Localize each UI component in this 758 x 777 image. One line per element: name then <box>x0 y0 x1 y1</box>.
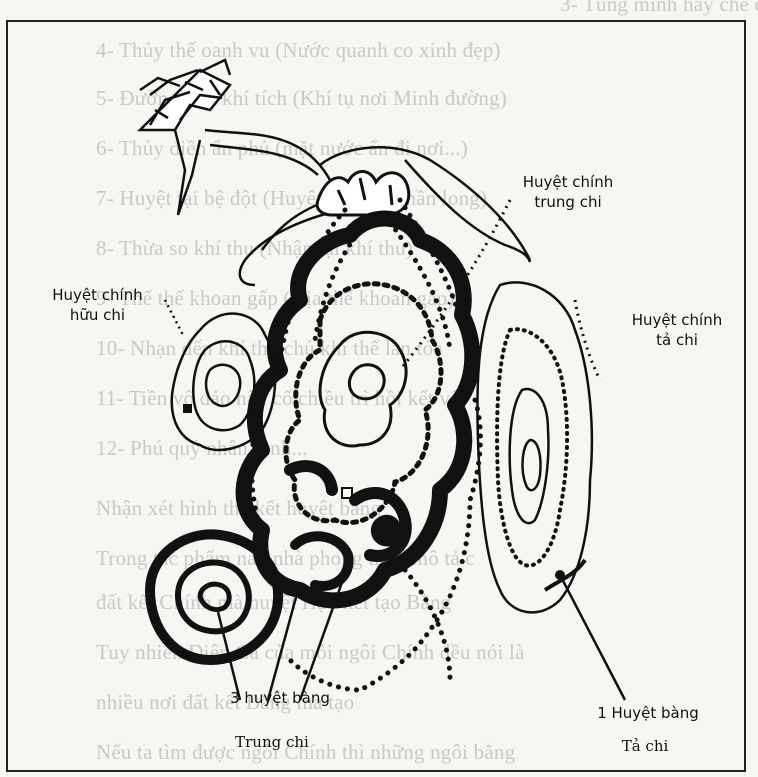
right-hill-ta-chi <box>477 282 591 612</box>
mountain-peaks <box>140 60 230 215</box>
label-huyet-chinh-ta-chi: Huyệt chính tả chi <box>612 310 742 350</box>
label-3-huyet-bang: 3 huyệt bàng <box>205 688 355 708</box>
central-peaks <box>317 172 409 216</box>
label-ta-chi: Tả chi <box>600 737 690 755</box>
bottom-left-hill <box>150 534 278 660</box>
label-line: trung chi <box>498 192 638 212</box>
label-line: Huyệt chính <box>498 172 638 192</box>
label-line: hữu chi <box>30 305 165 325</box>
label-line: tả chi <box>612 330 742 350</box>
label-line: Huyệt chính <box>612 310 742 330</box>
label-huyet-chinh-huu-chi: Huyệt chính hữu chi <box>30 285 165 325</box>
label-trung-chi: Trung chi <box>212 733 332 751</box>
label-1-huyet-bang: 1 Huyệt bàng <box>578 703 718 723</box>
label-huyet-chinh-trung-chi: Huyệt chính trung chi <box>498 172 638 212</box>
label-line: Huyệt chính <box>30 285 165 305</box>
central-mound <box>244 219 473 601</box>
